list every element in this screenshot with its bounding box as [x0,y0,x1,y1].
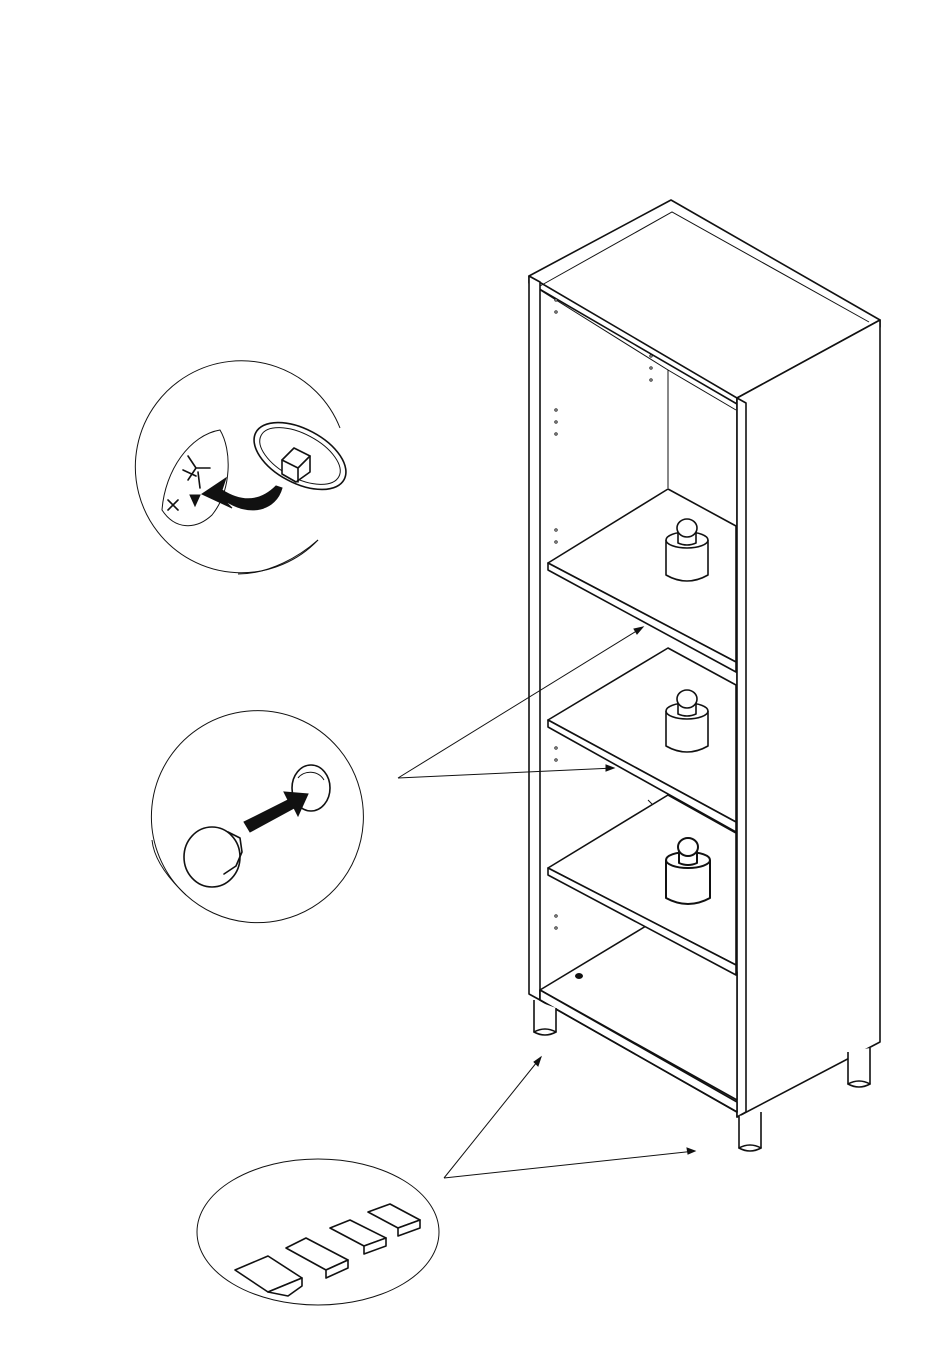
push-arrow-icon [244,792,308,832]
cabinet-right-side-panel [737,320,880,1117]
screw-cap-detail [151,711,363,923]
bottom-drill-hole [576,974,583,979]
bookcase-cabinet [529,200,880,1151]
shelf-1 [548,489,736,672]
cabinet-left-side-panel [529,276,540,1000]
curved-arrow-icon [202,478,282,510]
cap-insert-icon [184,765,330,887]
felt-pad-icon [235,1204,420,1296]
cam-lock-cover-detail [135,361,356,574]
cam-cover-icon [162,409,357,526]
felt-pad-detail [197,1159,439,1305]
